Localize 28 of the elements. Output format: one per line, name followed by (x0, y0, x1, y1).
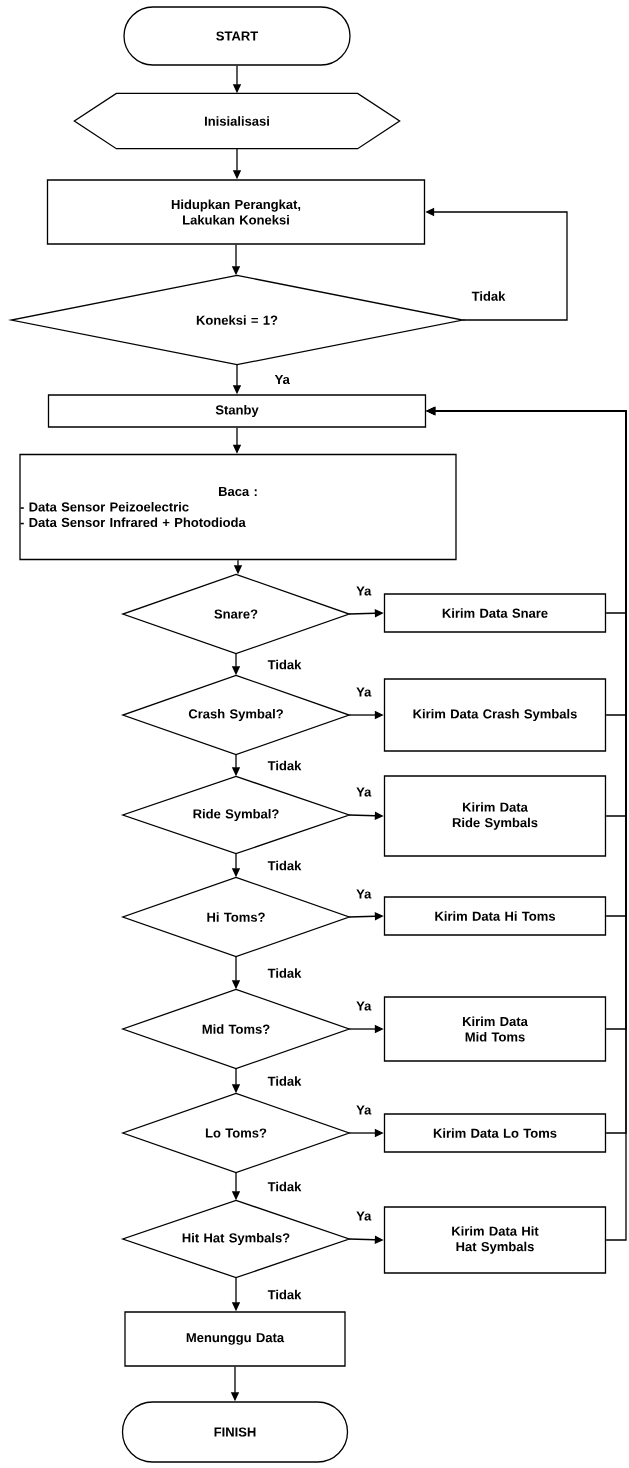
edge-label: Tidak (266, 658, 303, 671)
edge-label: Tidak (266, 759, 303, 772)
process-box: Kirim Data Hit Hat Symbals (383, 1206, 607, 1274)
edge-label: Ya (355, 1000, 373, 1012)
edge-label: Tidak (266, 1075, 303, 1087)
process-box: Menunggu Data (124, 1311, 346, 1367)
edge-label: Tidak (470, 290, 507, 302)
edge-label: Ya (355, 1104, 373, 1116)
edge-label: Ya (355, 1210, 373, 1222)
process-box: Hidupkan Perangkat, Lakukan Koneksi (46, 179, 426, 245)
process-box: Kirim Data Ride Symbals (383, 775, 607, 857)
process-box: Kirim Data Hi Toms (383, 896, 607, 936)
process-box: Stanby (47, 394, 427, 428)
process-box: Baca : - Data Sensor Peizoelectric - Data Sensor Infrared + Photodioda (19, 453, 457, 561)
edge-label: Tidak (266, 967, 303, 979)
edge-label: Ya (355, 888, 373, 900)
process-box: Kirim Data Lo Toms (383, 1113, 607, 1153)
process-box: Kirim Data Crash Symbals (383, 678, 607, 752)
edge-label: Ya (355, 786, 373, 798)
process-box: Kirim Data Mid Toms (383, 996, 607, 1062)
process-box: Kirim Data Snare (383, 593, 607, 633)
edge-label: Tidak (266, 1288, 303, 1301)
preparation-hexagon: Inisialisasi (73, 92, 401, 150)
edge-label: Ya (273, 374, 291, 386)
edge-label: Tidak (266, 1180, 303, 1193)
edge-label: Ya (355, 585, 373, 597)
edge-label: Tidak (266, 859, 303, 872)
edge-label: Ya (355, 686, 373, 698)
